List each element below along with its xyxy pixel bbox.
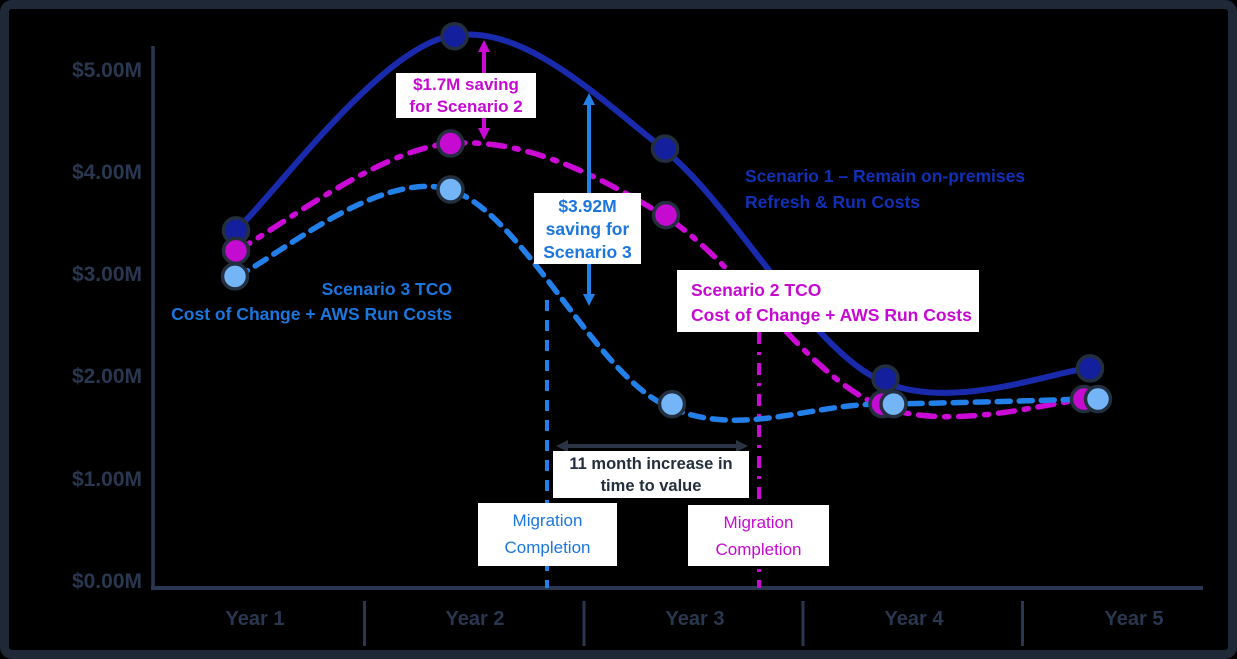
axes <box>151 46 1203 646</box>
data-point-scenario2-year3 <box>651 200 681 230</box>
y-axis-label: $4.00M <box>71 161 142 184</box>
y-axis-label: $1.00M <box>71 468 142 491</box>
migration2-line1: Migration <box>723 513 794 532</box>
arrow-time-to-value <box>556 440 748 452</box>
migration2-line2: Completion <box>715 540 802 559</box>
arrowhead <box>736 440 748 452</box>
data-point-scenario3-year5 <box>1083 384 1113 414</box>
migration3-line2: Completion <box>504 538 591 557</box>
scenario1-series-label: Scenario 1 – Remain on-premises Refresh … <box>745 163 1025 215</box>
x-axis-label-year2: Year 2 <box>445 608 505 630</box>
data-point-scenario3-year4 <box>879 389 908 419</box>
y-axis-label: $2.00M <box>71 365 142 388</box>
arrowhead <box>478 128 490 140</box>
arrowhead <box>478 40 490 52</box>
time-to-value-line2: time to value <box>600 477 702 495</box>
markers-scenario1 <box>221 21 1105 393</box>
saving-scenario2-annotation: $1.7M saving for Scenario 2 <box>396 73 536 118</box>
migration-completion-scenario3: Migration Completion <box>478 503 617 566</box>
saving-scenario3-line1: $3.92M <box>558 196 617 216</box>
data-point-scenario3-year2 <box>436 175 465 204</box>
saving-scenario3-annotation: $3.92M saving for Scenario 3 <box>534 193 641 264</box>
scenario2-label-line1: Scenario 2 TCO <box>691 280 822 300</box>
data-point-scenario1-year3 <box>650 134 680 163</box>
saving-scenario2-line1: $1.7M saving <box>413 75 519 94</box>
scenario3-label-line1: Scenario 3 TCO <box>321 279 452 299</box>
saving-scenario2-line2: for Scenario 2 <box>409 97 523 116</box>
x-axis-label-year3: Year 3 <box>665 608 725 630</box>
y-axis-label: $0.00M <box>71 570 142 593</box>
y-axis-label: $3.00M <box>71 263 142 286</box>
data-point-scenario2-year1 <box>221 236 251 266</box>
y-axis-label: $5.00M <box>71 59 142 82</box>
data-point-scenario3-year1 <box>220 262 250 291</box>
markers-scenario3 <box>220 175 1113 419</box>
x-axis-label-year5: Year 5 <box>1104 608 1164 630</box>
data-point-scenario2-year2 <box>436 129 465 158</box>
scenario1-label-line1: Scenario 1 – Remain on-premises <box>745 166 1026 186</box>
migration3-line1: Migration <box>512 511 583 530</box>
scenario1-label-line2: Refresh & Run Costs <box>745 192 921 212</box>
scenario2-label-line2: Cost of Change + AWS Run Costs <box>691 305 972 325</box>
scenario3-series-label: Scenario 3 TCO Cost of Change + AWS Run … <box>171 277 452 327</box>
saving-scenario3-line2: saving for <box>545 219 630 239</box>
time-to-value-annotation: 11 month increase in time to value <box>553 451 749 498</box>
arrowhead <box>583 294 595 306</box>
data-point-scenario3-year3 <box>657 389 687 419</box>
data-point-scenario1-year2 <box>440 21 469 51</box>
scenario3-label-line2: Cost of Change + AWS Run Costs <box>171 304 452 324</box>
x-axis-label-year4: Year 4 <box>884 608 944 630</box>
series-line-scenario3 <box>233 183 1093 423</box>
data-point-scenario1-year5 <box>1075 354 1105 383</box>
data-point-scenario1-year4 <box>871 364 900 393</box>
saving-scenario3-line3: Scenario 3 <box>543 242 632 262</box>
time-to-value-line1: 11 month increase in <box>569 455 733 473</box>
scenario2-series-label: Scenario 2 TCO Cost of Change + AWS Run … <box>677 270 979 332</box>
arrowhead <box>556 440 568 452</box>
x-axis-label-year1: Year 1 <box>225 608 285 630</box>
migration-completion-scenario2: Migration Completion <box>688 505 829 566</box>
arrowhead <box>583 93 595 105</box>
